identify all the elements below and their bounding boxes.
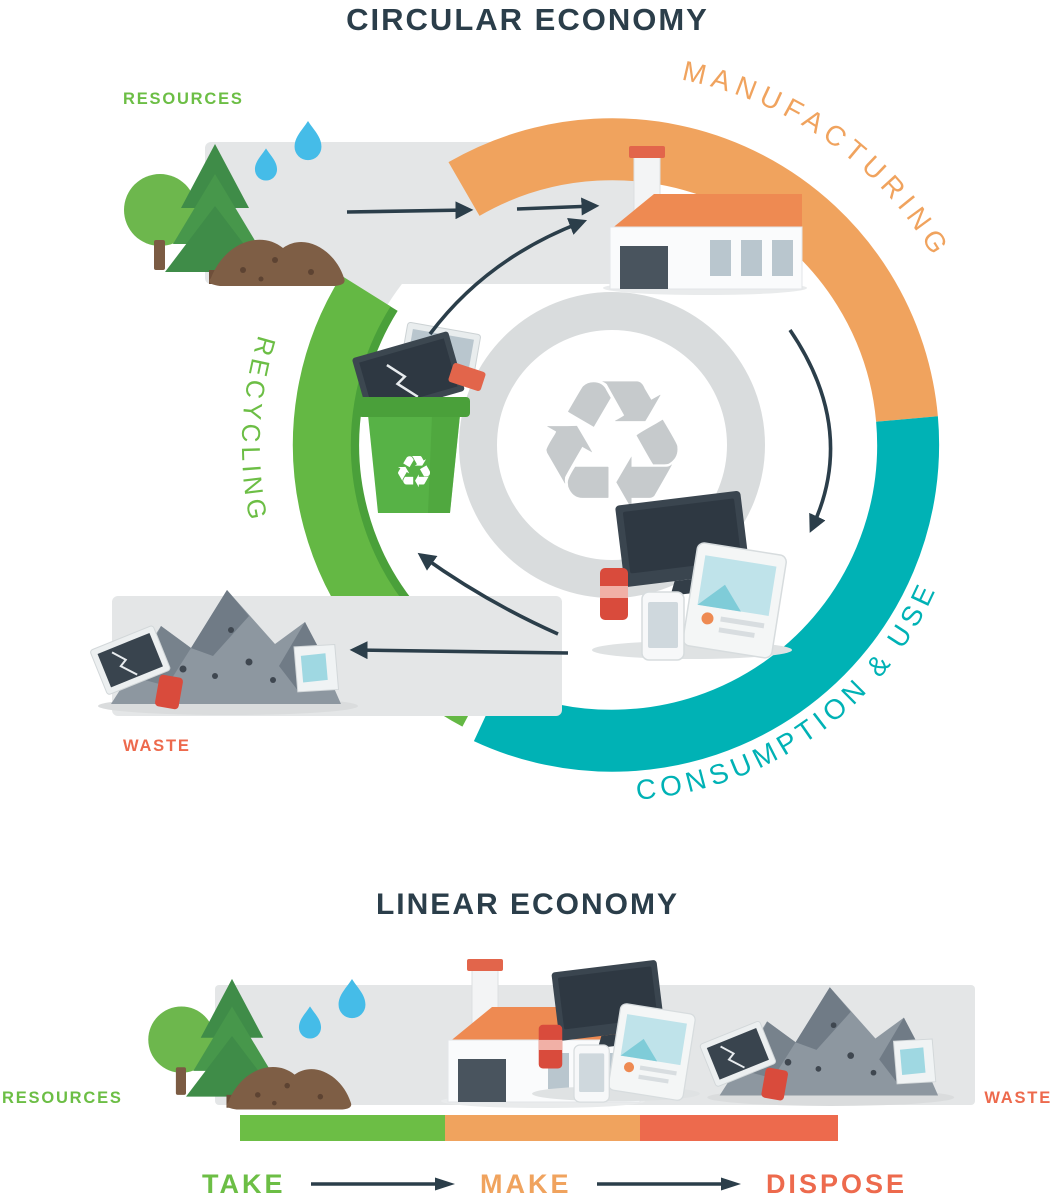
consumption-arc bbox=[473, 416, 940, 772]
recycling-label: RECYCLING bbox=[236, 333, 282, 526]
recycle-bin-illustration: ♻ bbox=[352, 321, 486, 513]
make-to-dispose-arrow-icon bbox=[596, 1177, 741, 1191]
stage-label-take: TAKE bbox=[202, 1168, 286, 1199]
resources-label-linear: RESOURCES bbox=[2, 1089, 123, 1107]
waste-label-linear: WASTE bbox=[984, 1089, 1052, 1107]
arrow-resources-to-manufacturing bbox=[346, 201, 474, 220]
take-to-make-arrow-icon bbox=[310, 1177, 455, 1191]
bar-segment-make bbox=[445, 1115, 640, 1141]
manufacturing-arc bbox=[448, 118, 938, 422]
stage-label-make: MAKE bbox=[479, 1168, 572, 1199]
arrow-recycling-to-manufacturing bbox=[428, 218, 588, 336]
circular-economy-diagram: MANUFACTURING CONSUMPTION & USE RECYCLIN… bbox=[88, 55, 951, 806]
arrow-consumption-to-waste bbox=[349, 641, 569, 660]
bar-segment-dispose bbox=[640, 1115, 838, 1141]
arrow-to-factory bbox=[516, 197, 600, 216]
linear-economy-diagram bbox=[148, 958, 975, 1141]
bar-segment-take bbox=[240, 1115, 445, 1141]
waste-label-circular: WASTE bbox=[123, 737, 191, 755]
linear-stages-row: TAKE MAKE DISPOSE bbox=[202, 1168, 907, 1200]
arrow-manufacturing-to-consumption bbox=[788, 328, 833, 533]
circular-economy-title: CIRCULAR ECONOMY bbox=[346, 2, 709, 37]
ring-gray-connector bbox=[329, 162, 481, 314]
consumption-electronics-illustration bbox=[591, 489, 793, 661]
arrow-consumption-to-recycling bbox=[417, 552, 559, 636]
bin-recycle-symbol-icon: ♻ bbox=[394, 447, 433, 498]
linear-economy-title: LINEAR ECONOMY bbox=[375, 888, 679, 921]
stage-label-dispose: DISPOSE bbox=[765, 1168, 907, 1199]
resources-label-circular: RESOURCES bbox=[123, 90, 244, 108]
linear-stage-bar bbox=[240, 1115, 838, 1141]
